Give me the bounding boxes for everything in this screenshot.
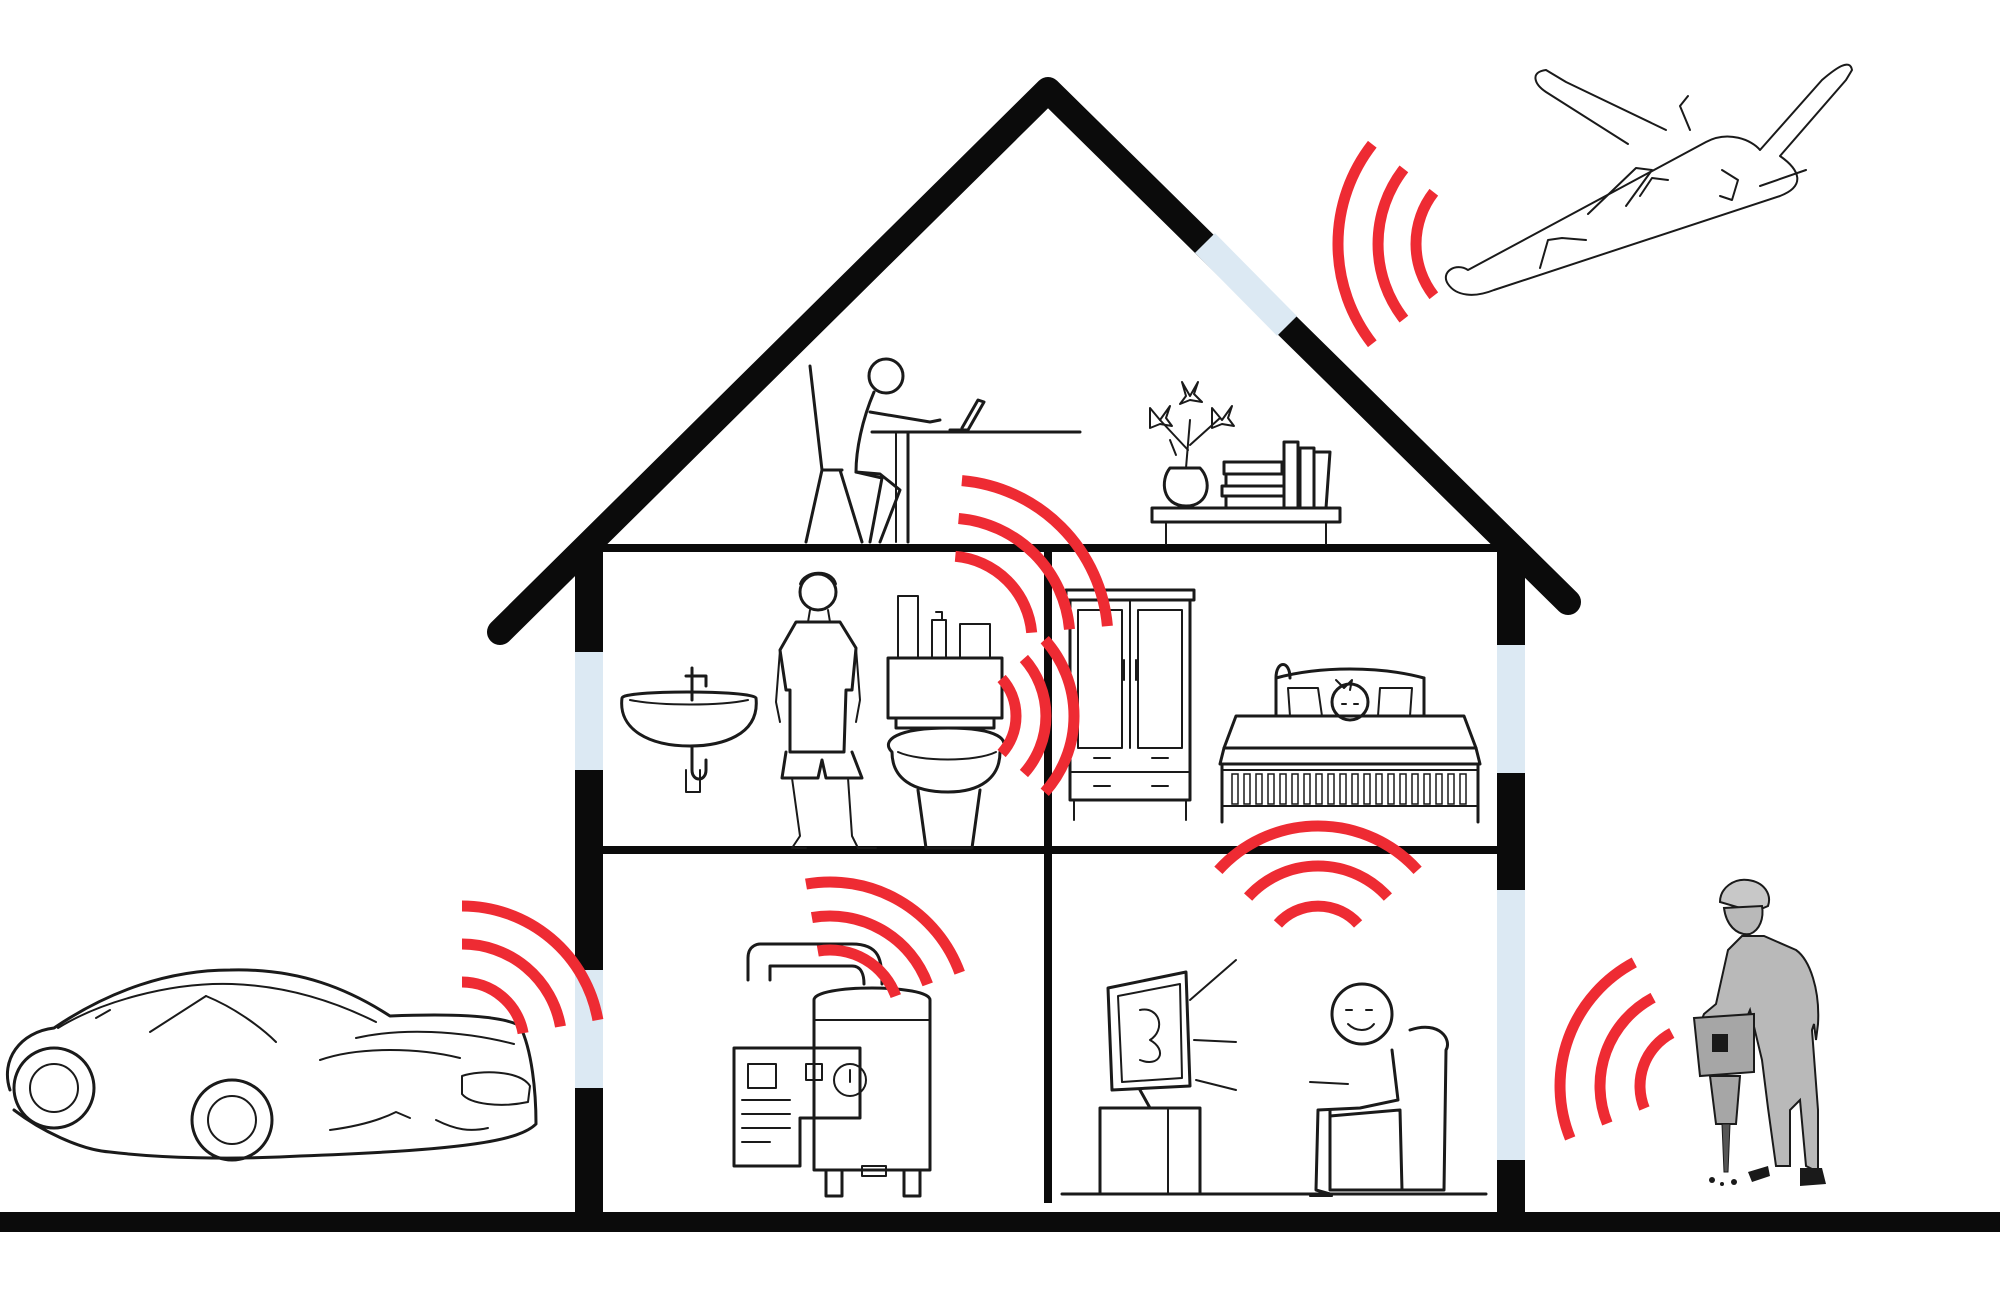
person-in-armchair bbox=[1309, 982, 1449, 1197]
bed-slat bbox=[1411, 773, 1419, 805]
roof-window bbox=[1195, 233, 1297, 336]
attic-floor-noise bbox=[954, 475, 1113, 634]
ground-line bbox=[0, 1212, 2000, 1232]
bed-slat bbox=[1339, 773, 1347, 805]
bed-slat bbox=[1303, 773, 1311, 805]
room-divider bbox=[1044, 548, 1052, 1203]
sports-car bbox=[5, 968, 538, 1162]
right-lower-window bbox=[1497, 890, 1525, 1160]
noise-wave-arc bbox=[961, 475, 1113, 627]
living-room bbox=[1060, 959, 1488, 1197]
bed-slat bbox=[1447, 773, 1455, 805]
noise-wave-arc bbox=[1554, 957, 1637, 1141]
left-wall bbox=[575, 548, 603, 1216]
noise-wave-arc bbox=[1372, 165, 1409, 323]
noise-wave-arc bbox=[1634, 1028, 1675, 1111]
man-standing bbox=[775, 571, 877, 849]
noise-wave-arc bbox=[461, 976, 529, 1035]
house-walls bbox=[0, 544, 2000, 1232]
bed-slat bbox=[1375, 773, 1383, 805]
person-at-desk bbox=[804, 357, 1082, 544]
bed-slat bbox=[1363, 773, 1371, 805]
noise-wave-arc bbox=[1273, 900, 1363, 928]
bed-slat bbox=[1255, 773, 1263, 805]
bed-slats bbox=[1231, 773, 1467, 805]
flower-vase bbox=[1149, 381, 1235, 508]
bed-slat bbox=[1267, 773, 1275, 805]
noise-wave-arc bbox=[805, 876, 965, 975]
bed-slat bbox=[1327, 773, 1335, 805]
noise-wave-arc bbox=[954, 550, 1038, 634]
noise-wave-arc bbox=[1332, 140, 1377, 348]
laptop-icon bbox=[948, 398, 986, 432]
jackhammer-noise bbox=[1554, 957, 1675, 1141]
noise-wave-arc bbox=[1244, 860, 1392, 901]
shelf bbox=[1150, 506, 1342, 545]
tv-noise bbox=[1214, 820, 1422, 928]
bed-slat bbox=[1387, 773, 1395, 805]
noise-wave-arc bbox=[1594, 992, 1656, 1126]
bed-slat bbox=[1291, 773, 1299, 805]
bed-slat bbox=[1423, 773, 1431, 805]
noise-wave-arc bbox=[1040, 636, 1080, 796]
bathroom-room bbox=[620, 571, 1006, 850]
wardrobe bbox=[1064, 588, 1196, 821]
toilet-noise bbox=[997, 636, 1080, 796]
noise-wave-arc bbox=[1019, 654, 1052, 778]
right-upper-window bbox=[1497, 645, 1525, 773]
bedroom-room bbox=[1064, 588, 1482, 824]
noise-wave-arc bbox=[461, 900, 604, 1021]
airplane-noise bbox=[1332, 140, 1439, 348]
noise-wave-arc bbox=[1214, 820, 1422, 874]
bed-slat bbox=[1315, 773, 1323, 805]
roof bbox=[487, 77, 1581, 645]
boiler-noise bbox=[805, 876, 965, 999]
airplane bbox=[1445, 63, 1853, 296]
noise-wave-arc bbox=[810, 910, 933, 987]
bed-slat bbox=[1243, 773, 1251, 805]
sleeping-girl bbox=[1330, 679, 1370, 722]
noise-wave-arc bbox=[816, 944, 901, 999]
bed bbox=[1218, 663, 1482, 824]
noise-wave-arc bbox=[461, 938, 566, 1028]
noise-waves bbox=[461, 140, 1675, 1141]
car-noise bbox=[461, 900, 604, 1035]
book-stack bbox=[1220, 440, 1332, 510]
bed-slat bbox=[1279, 773, 1287, 805]
noise-wave-arc bbox=[997, 674, 1022, 758]
noise-wave-arc bbox=[1410, 188, 1439, 300]
bed-slat bbox=[1351, 773, 1359, 805]
bed-slat bbox=[1399, 773, 1407, 805]
bed-slat bbox=[1231, 773, 1239, 805]
attic-room bbox=[804, 357, 1342, 545]
television bbox=[1098, 959, 1237, 1196]
noise-wave-arc bbox=[958, 513, 1075, 630]
toilet bbox=[886, 595, 1006, 850]
bed-slat bbox=[1435, 773, 1443, 805]
sink bbox=[620, 666, 758, 793]
utility-room bbox=[732, 942, 932, 1198]
construction-worker bbox=[1692, 878, 1826, 1186]
left-upper-window bbox=[575, 652, 603, 770]
bed-slat bbox=[1459, 773, 1467, 805]
boiler-furnace bbox=[732, 942, 932, 1198]
